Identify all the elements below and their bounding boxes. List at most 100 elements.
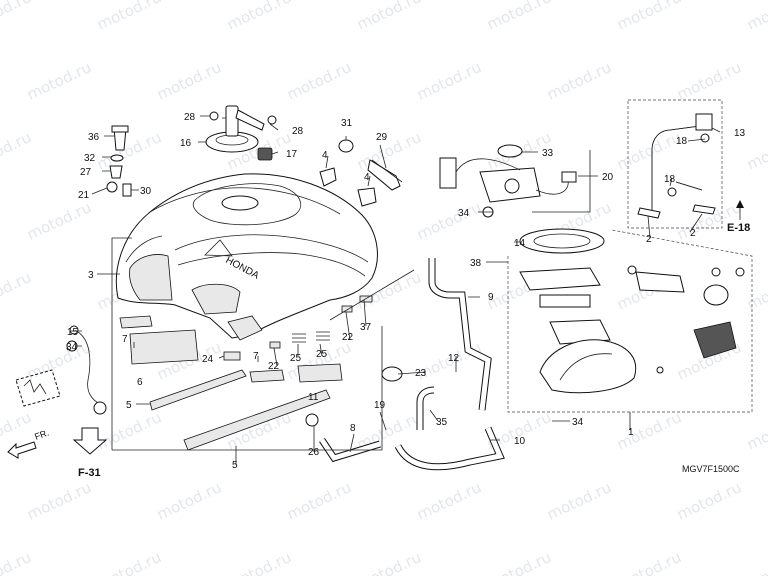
callout-32: 32 (84, 153, 96, 164)
diagram-code: MGV7F1500C (682, 464, 740, 474)
callout-18: 18 (676, 136, 688, 147)
callout-19: 19 (374, 400, 386, 411)
callout-2: 2 (646, 234, 652, 245)
callout-22: 22 (268, 361, 280, 372)
callout-28: 28 (184, 112, 196, 123)
callout-24: 24 (202, 354, 214, 365)
callout-1: 1 (628, 427, 634, 438)
callout-35: 35 (436, 417, 448, 428)
watermark-text: motod.ru (94, 128, 164, 173)
watermark-text: motod.ru (24, 198, 94, 243)
callout-27: 27 (80, 167, 92, 178)
watermark-text: motod.ru (614, 548, 684, 576)
callout-7: 7 (253, 351, 259, 362)
callout-5: 5 (232, 460, 238, 471)
watermark-text: motod.ru (94, 0, 164, 34)
fuel-tank: HONDA (115, 173, 378, 341)
watermark-text: motod.ru (284, 58, 354, 103)
direction-front-label: FR. (33, 428, 50, 442)
callout-38: 38 (470, 258, 482, 269)
callout-2: 2 (690, 228, 696, 239)
watermark-text: motod.ru (744, 268, 768, 313)
callout-30: 30 (140, 186, 152, 197)
callout-33: 33 (542, 148, 554, 159)
callout-29: 29 (376, 132, 388, 143)
watermark-text: motod.ru (94, 548, 164, 576)
callout-4: 4 (364, 172, 370, 183)
leader-lines (70, 115, 721, 464)
direction-markers (7, 200, 744, 459)
watermark-text: motod.ru (24, 478, 94, 523)
watermark-text: motod.ru (614, 128, 684, 173)
callout-25: 25 (290, 353, 302, 364)
callout-34: 34 (458, 208, 470, 219)
callout-34: 34 (66, 342, 78, 353)
watermark-text: motod.ru (154, 478, 224, 523)
left-hardware (106, 125, 132, 197)
watermark-text: motod.ru (0, 268, 34, 313)
callout-3: 3 (88, 270, 94, 281)
tank-mount-hardware (319, 139, 403, 207)
callout-5: 5 (126, 400, 132, 411)
group-boxes (111, 99, 753, 451)
callout-11: 11 (308, 392, 319, 403)
watermark-text: motod.ru (674, 198, 744, 243)
watermark-text: motod.ru (24, 338, 94, 383)
watermark-text: motod.ru (0, 0, 34, 34)
callout-7: 7 (122, 334, 128, 345)
watermark-text: motod.ru (414, 58, 484, 103)
callout-6: 6 (137, 377, 143, 388)
watermark-text: motod.ru (744, 0, 768, 34)
callout-26: 26 (308, 447, 320, 458)
watermark-text: motod.ru (354, 128, 424, 173)
watermark-text: motod.ru (354, 548, 424, 576)
watermark-text: motod.ru (484, 0, 554, 34)
callout-37: 37 (360, 322, 372, 333)
callout-36: 36 (88, 132, 100, 143)
callout-31: 31 (341, 118, 353, 129)
callout-15: 15 (67, 327, 79, 338)
fuel-gauge-sender (439, 144, 577, 218)
watermark-text: motod.ru (674, 478, 744, 523)
watermark-text: motod.ru (614, 408, 684, 453)
callout-34: 34 (572, 417, 584, 428)
watermark-text: motod.ru (744, 128, 768, 173)
watermark-text: motod.ru (544, 58, 614, 103)
watermark-text: motod.ru (24, 58, 94, 103)
callout-12: 12 (448, 353, 460, 364)
watermark-text: motod.ru (614, 0, 684, 34)
watermark-text: motod.ru (414, 478, 484, 523)
watermark-text: motod.ru (544, 478, 614, 523)
fuel-pump-unit (519, 228, 745, 394)
vent-tube-assembly (637, 113, 716, 219)
callout-9: 9 (488, 292, 494, 303)
callout-16: 16 (180, 138, 192, 149)
callout-23: 23 (415, 368, 427, 379)
watermark-text: motod.ru (0, 548, 34, 576)
watermark-text: motod.ru (744, 548, 768, 576)
watermark-text: motod.ru (744, 408, 768, 453)
watermark-text: motod.ru (94, 408, 164, 453)
callout-25: 25 (316, 349, 328, 360)
watermark-text: motod.ru (224, 548, 294, 576)
part-callouts: 1 2 2 3 4 4 5 5 6 7 7 8 9 10 11 12 13 14… (66, 112, 746, 471)
fuel-cap-assembly (205, 105, 277, 161)
rubber-pads (119, 295, 373, 451)
callout-18: 18 (664, 174, 676, 185)
watermark-text: motod.ru (484, 548, 554, 576)
ref-f31: F-31 (78, 467, 101, 479)
callout-22: 22 (342, 332, 354, 343)
watermark-text: motod.ru (284, 478, 354, 523)
callout-17: 17 (286, 149, 298, 160)
callout-8: 8 (350, 423, 356, 434)
callout-21: 21 (78, 190, 90, 201)
watermark-text: motod.ru (154, 58, 224, 103)
callout-13: 13 (734, 128, 746, 139)
callout-20: 20 (602, 172, 614, 183)
callout-28: 28 (292, 126, 304, 137)
callout-14: 14 (514, 238, 526, 249)
callout-4: 4 (322, 150, 328, 161)
section-references: E-18 F-31 FR. MGV7F1500C (33, 222, 750, 479)
